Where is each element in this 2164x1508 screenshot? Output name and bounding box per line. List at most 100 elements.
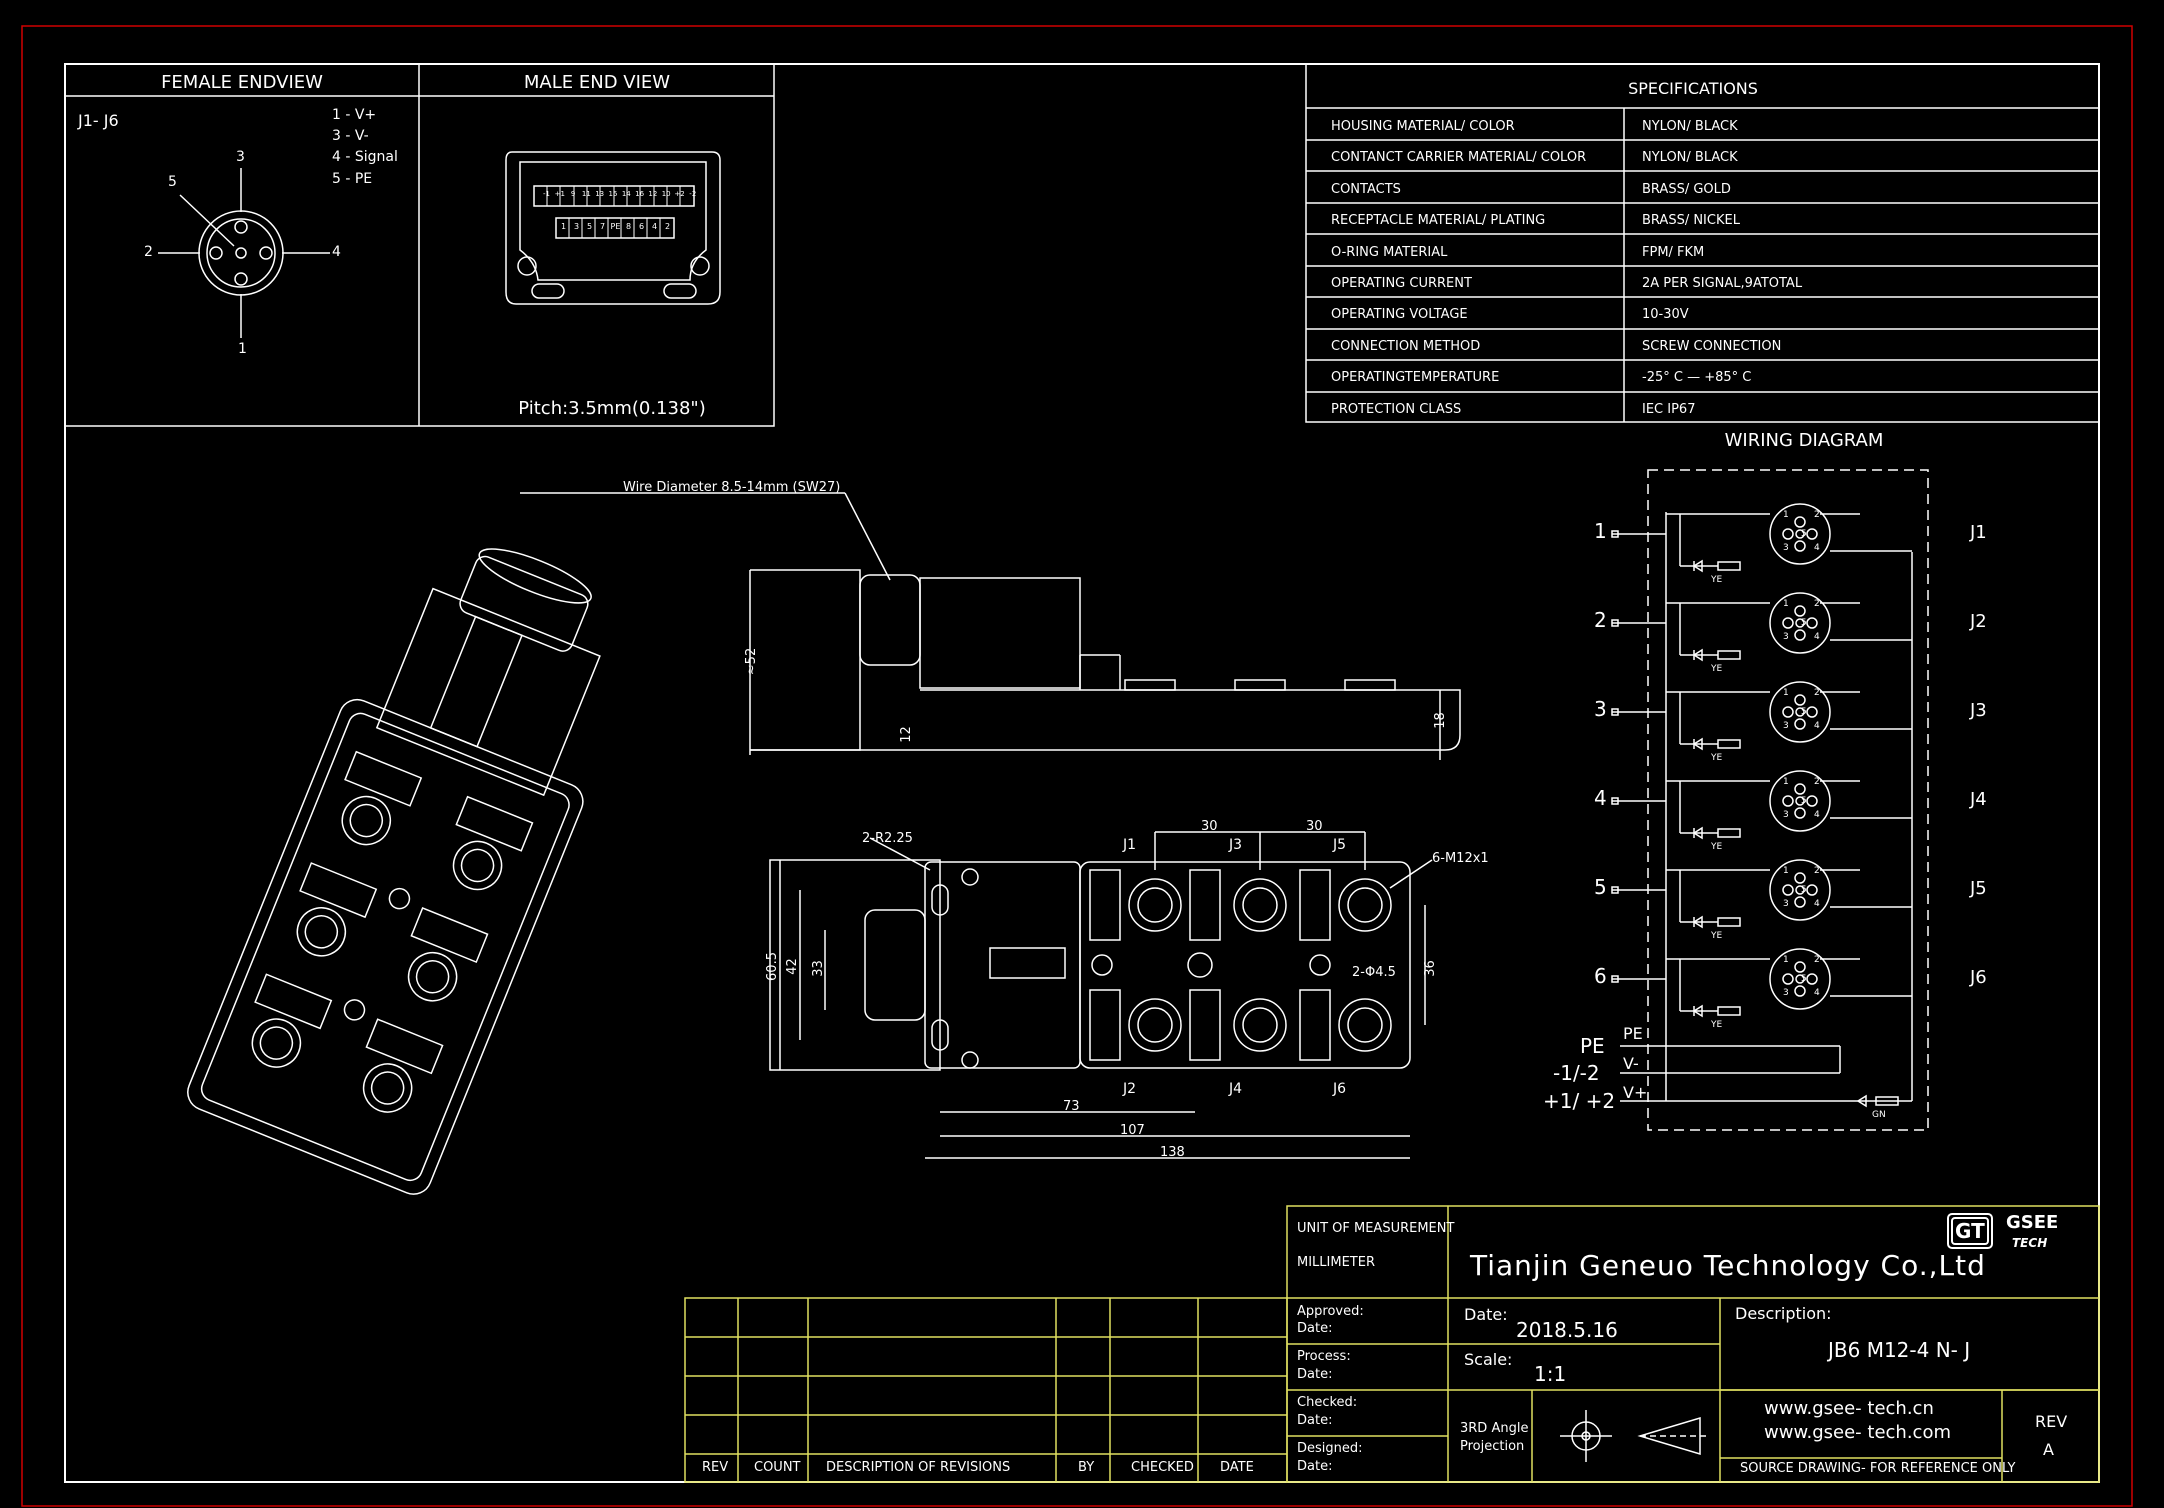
terminal-label: 6 — [638, 222, 645, 231]
dim-33: 33 — [810, 960, 826, 977]
spec-value: IEC IP67 — [1642, 401, 1696, 417]
port-pin-label: 2 — [1814, 777, 1820, 787]
port-pin — [1782, 617, 1794, 629]
isometric-view — [187, 548, 601, 1195]
pin-number-5: 5 — [168, 174, 177, 190]
terminal-label: 2 — [664, 222, 671, 231]
port-pin-label: 3 — [1783, 543, 1789, 553]
port-pin-label: 3 — [1783, 899, 1789, 909]
port-pin-label: 2 — [1814, 866, 1820, 876]
revision-header: REV — [702, 1460, 729, 1475]
port-pin — [1794, 807, 1806, 819]
outer-frame — [21, 25, 2133, 1507]
hole-callout: 2-Φ4.5 — [1352, 965, 1396, 980]
led-color-label: YE — [1711, 931, 1723, 941]
port-pin-label: 3 — [1783, 632, 1789, 642]
wire-diameter-note: Wire Diameter 8.5-14mm (SW27) — [623, 480, 841, 495]
terminal-label: 5 — [586, 222, 593, 231]
female-connector-drawing — [158, 168, 330, 338]
pin-legend-1: 1 - V+ — [332, 107, 377, 123]
scale-value: 1:1 — [1534, 1362, 1567, 1386]
led-resistor — [1717, 561, 1741, 571]
pin-number-4: 4 — [332, 244, 341, 260]
port-pin — [1794, 985, 1806, 997]
port-pin-label: 4 — [1814, 543, 1820, 553]
revision-header: DATE — [1220, 1460, 1254, 1475]
mount-hole-callout: 2-R2.25 — [862, 831, 913, 846]
dim-36: 36 — [1422, 960, 1438, 977]
port-pin — [1806, 706, 1818, 718]
input-terminal — [1611, 975, 1619, 983]
dim-42: 42 — [784, 958, 800, 975]
input-terminal — [1611, 708, 1619, 716]
port-pin-label: 1 — [1783, 599, 1789, 609]
vplus-line-label: V+ — [1623, 1083, 1648, 1102]
port-pin-label: 4 — [1814, 988, 1820, 998]
dim-138: 138 — [1160, 1145, 1185, 1160]
port-connector — [1769, 592, 1831, 654]
port-pin — [1782, 706, 1794, 718]
power-led-label: GN — [1872, 1110, 1886, 1120]
spec-value: -25° C — +85° C — [1642, 370, 1752, 386]
spec-label: O-RING MATERIAL — [1331, 244, 1448, 260]
terminal-label: +2 — [674, 190, 685, 198]
wiring-diagram — [1620, 469, 1929, 1131]
wiring-input-label: 5 — [1594, 875, 1607, 899]
port-pin-label: 5 — [1801, 796, 1807, 806]
port-pin — [1794, 629, 1806, 641]
port-pin-label: 1 — [1783, 955, 1789, 965]
port-pin-label: 3 — [1783, 721, 1789, 731]
checked-date-label: Date: — [1297, 1413, 1333, 1428]
top-view — [769, 831, 1433, 1159]
wiring-diagram-title: WIRING DIAGRAM — [1724, 430, 1884, 451]
spec-value: BRASS/ NICKEL — [1642, 213, 1740, 229]
title-block — [1286, 1205, 2100, 1483]
terminal-label: +1 — [554, 190, 565, 198]
unit-label: UNIT OF MEASUREMENT — [1297, 1221, 1455, 1236]
description-label: Description: — [1735, 1304, 1832, 1323]
wiring-port-label: J3 — [1970, 700, 1987, 721]
port-pin-label: 4 — [1814, 810, 1820, 820]
specifications-table — [1305, 63, 2100, 423]
dim-small: 12 — [898, 726, 914, 743]
male-view-title: MALE END VIEW — [523, 72, 671, 93]
port-pin-label: 2 — [1814, 955, 1820, 965]
checked-label: Checked: — [1297, 1395, 1358, 1410]
port-pin — [1782, 884, 1794, 896]
description-value: JB6 M12-4 N- J — [1828, 1338, 1971, 1362]
port-label-J4: J4 — [1229, 1081, 1243, 1097]
wiring-input-label: 4 — [1594, 786, 1607, 810]
led-resistor — [1717, 1006, 1741, 1016]
port-pin-label: 2 — [1814, 510, 1820, 520]
company-name: Tianjin Geneuo Technology Co.,Ltd — [1470, 1249, 1986, 1282]
dim-base: 18 — [1432, 712, 1448, 729]
terminal-label: 12 — [648, 190, 658, 198]
dim-pitch-1: 30 — [1201, 819, 1218, 834]
port-pin — [1806, 795, 1818, 807]
port-label-J6: J6 — [1333, 1081, 1347, 1097]
dim-60-5: 60.5 — [764, 952, 780, 981]
led-color-label: YE — [1711, 753, 1723, 763]
pin-number-3: 3 — [236, 149, 245, 165]
led-color-label: YE — [1711, 575, 1723, 585]
led-resistor — [1717, 650, 1741, 660]
dim-height: ≈52 — [744, 647, 760, 676]
port-label-J2: J2 — [1123, 1081, 1137, 1097]
terminal-label: 16 — [635, 190, 645, 198]
spec-label: CONTACTS — [1331, 181, 1401, 197]
port-connector — [1769, 503, 1831, 565]
port-label-J3: J3 — [1229, 837, 1243, 853]
port-connector — [1769, 948, 1831, 1010]
terminal-label: 13 — [595, 190, 605, 198]
wiring-port-label: J4 — [1970, 789, 1987, 810]
input-terminal — [1611, 886, 1619, 894]
terminal-label: 1 — [560, 222, 567, 231]
approved-label: Approved: — [1297, 1304, 1364, 1319]
pitch-note: Pitch:3.5mm(0.138") — [518, 398, 706, 419]
terminal-label: 10 — [661, 190, 671, 198]
spec-value: FPM/ FKM — [1642, 244, 1705, 260]
port-pin-label: 5 — [1801, 885, 1807, 895]
terminal-label: 15 — [608, 190, 618, 198]
pe-input-label: PE — [1580, 1034, 1605, 1058]
